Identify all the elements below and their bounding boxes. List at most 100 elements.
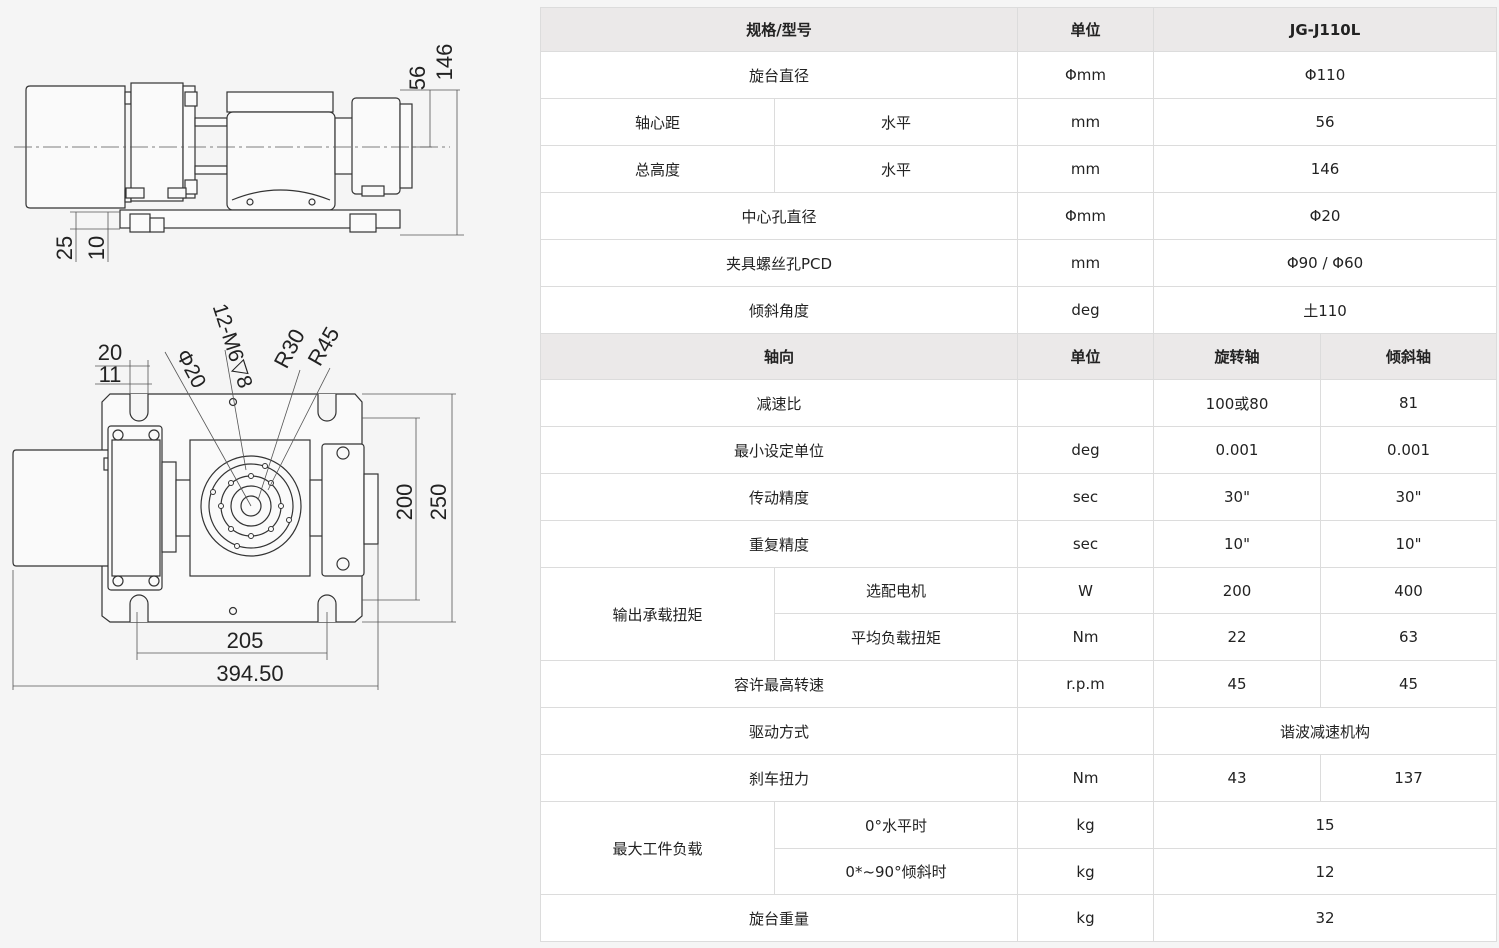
row-unit: sec — [1017, 520, 1155, 568]
row-unit: mm — [1017, 145, 1155, 193]
table-header-row: 规格/型号 单位 JG-J110L — [539, 7, 1498, 52]
plan-pin-hole-top — [228, 397, 238, 407]
plan-pin-hole — [228, 606, 238, 616]
row-tilt-value: 0.001 — [1320, 426, 1498, 474]
shaft-bar-lower — [194, 165, 228, 175]
flange-bolt — [184, 91, 198, 107]
row-sublabel: 0°水平时 — [773, 801, 1019, 849]
right-cap — [399, 103, 413, 189]
dim-20: 20 — [98, 340, 122, 365]
table-row: 传动精度 sec 30" 30" — [539, 473, 1498, 521]
bolt — [336, 557, 350, 571]
table-hole-right — [308, 198, 316, 206]
bolt — [148, 575, 160, 587]
dim-r45: R45 — [303, 323, 345, 370]
row-value: Φ20 — [1153, 192, 1498, 240]
plan-view-drawing — [12, 393, 379, 623]
row-unit: sec — [1017, 473, 1155, 521]
row-unit: Nm — [1017, 613, 1155, 661]
technical-drawing: 56 146 25 10 — [12, 44, 464, 690]
row-label: 重复精度 — [539, 520, 1019, 568]
slot-bottom-left — [129, 594, 149, 622]
plan-dimension-lines — [12, 349, 456, 690]
row-label: 驱动方式 — [539, 707, 1019, 755]
row-label: 中心孔直径 — [539, 192, 1019, 240]
table-row: 刹车扭力 Nm 43 137 — [539, 754, 1498, 802]
table-row: 中心孔直径 Φmm Φ20 — [539, 192, 1498, 240]
row-tilt-value: 10" — [1320, 520, 1498, 568]
row-rot-value: 0.001 — [1153, 426, 1322, 474]
row-rot-value: 30" — [1153, 473, 1322, 521]
table-top — [226, 91, 334, 113]
row-unit: deg — [1017, 426, 1155, 474]
row-label: 传动精度 — [539, 473, 1019, 521]
row-unit — [1017, 707, 1155, 755]
row-label: 减速比 — [539, 379, 1019, 427]
row-value: 146 — [1153, 145, 1498, 193]
row-value: 15 — [1153, 801, 1498, 849]
plan-right-cap — [363, 473, 379, 545]
row-label: 轴心距 — [540, 98, 775, 146]
row-rot-value: 10" — [1153, 520, 1322, 568]
plan-motor — [12, 449, 111, 567]
row-rot-value: 200 — [1153, 567, 1322, 614]
row-rot-value: 22 — [1153, 613, 1322, 661]
dim-r30: R30 — [269, 325, 310, 372]
plan-left-inner — [111, 439, 161, 577]
row-tilt-value: 45 — [1320, 660, 1498, 708]
header-unit: 单位 — [1017, 7, 1155, 52]
row-rot-value: 43 — [1153, 754, 1322, 802]
row-unit — [1017, 379, 1155, 427]
header-unit-2: 单位 — [1017, 333, 1155, 380]
row-sublabel: 水平 — [773, 145, 1019, 193]
row-label-load: 最大工件负载 — [540, 801, 775, 895]
table-row: 重复精度 sec 10" 10" — [539, 520, 1498, 568]
row-rot-value: 100或80 — [1153, 379, 1322, 427]
row-unit: Nm — [1017, 754, 1155, 802]
header-axis: 轴向 — [539, 333, 1019, 380]
slot-top-left — [129, 394, 149, 422]
row-label: 刹车扭力 — [539, 754, 1019, 802]
base-plate — [119, 209, 401, 229]
row-sublabel: 选配电机 — [773, 567, 1019, 614]
row-tilt-value: 30" — [1320, 473, 1498, 521]
dim-11: 11 — [99, 362, 122, 387]
row-unit: mm — [1017, 239, 1155, 287]
foot-bolt — [125, 187, 145, 199]
table-axis-header-row: 轴向 单位 旋转轴 倾斜轴 — [539, 333, 1498, 380]
row-sublabel: 平均负载扭矩 — [773, 613, 1019, 661]
row-sublabel: 水平 — [773, 98, 1019, 146]
dim-10: 10 — [84, 236, 109, 260]
row-unit: mm — [1017, 98, 1155, 146]
row-label: 总高度 — [540, 145, 775, 193]
spec-table: 规格/型号 单位 JG-J110L 旋台直径 Φmm Φ110 轴心距 水平 m… — [539, 7, 1498, 942]
header-rotation-axis: 旋转轴 — [1153, 333, 1322, 380]
table-row: 最大工件负载 0°水平时 kg 15 — [540, 801, 1498, 895]
table-row: 0*~90°倾斜时 kg 12 — [541, 848, 1498, 895]
motor-flange — [130, 82, 184, 202]
row-label-torque: 输出承载扭矩 — [540, 567, 775, 661]
dim-200: 200 — [392, 484, 417, 521]
bolt — [112, 429, 124, 441]
table-row: 最小设定单位 deg 0.001 0.001 — [539, 426, 1498, 474]
table-row: 容许最高转速 r.p.m 45 45 — [539, 660, 1498, 708]
row-unit: r.p.m — [1017, 660, 1155, 708]
row-unit: W — [1017, 567, 1155, 614]
row-label: 容许最高转速 — [539, 660, 1019, 708]
table-row: 轴心距 水平 mm 56 — [540, 98, 1498, 146]
table-row: 倾斜角度 deg 土110 — [539, 286, 1498, 334]
dim-394-50: 394.50 — [216, 661, 283, 686]
dim-56: 56 — [405, 66, 430, 90]
row-tilt-value: 137 — [1320, 754, 1498, 802]
row-value: Φ110 — [1153, 51, 1498, 99]
foot-bolt-right — [167, 187, 187, 199]
row-unit: Φmm — [1017, 192, 1155, 240]
row-unit: kg — [1017, 801, 1155, 849]
row-unit: Φmm — [1017, 51, 1155, 99]
side-view-centerlines — [14, 89, 464, 262]
header-model-name: JG-J110L — [1153, 7, 1498, 52]
flange-plate — [182, 85, 196, 199]
row-unit: kg — [1017, 894, 1155, 942]
row-tilt-value: 400 — [1320, 567, 1498, 614]
dim-205: 205 — [227, 628, 264, 653]
